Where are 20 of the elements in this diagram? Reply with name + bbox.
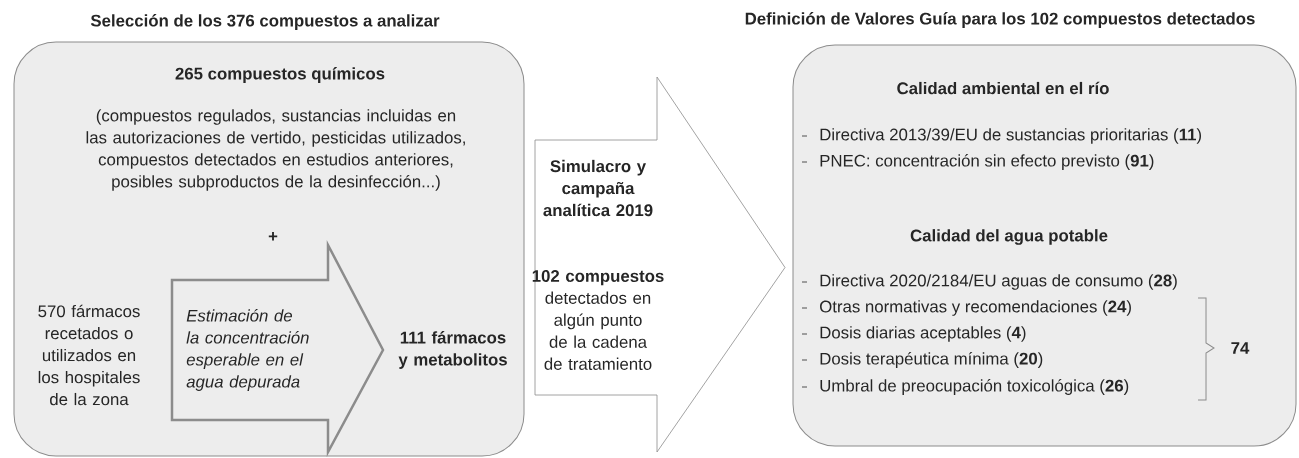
list-item: Dosis terapéutica mínima (20) (820, 352, 1043, 368)
plus-sign: + (268, 232, 278, 241)
list-item: Directiva 2020/2184/EU aguas de consumo (28) (820, 274, 1177, 290)
node-text: 111 fármacos y metabolitos (398, 331, 507, 369)
group-total: 74 (1231, 342, 1250, 354)
heading: 265 compuestos químicos (175, 67, 385, 83)
list-item: Umbral de preocupación toxicológica (26) (820, 379, 1129, 395)
paragraph: 102 compuestos detectados en algún punto de la cadena de tratamiento (532, 270, 664, 370)
list-item: Dosis diarias aceptables (4) (820, 326, 1026, 342)
arrow-label: Estimación de la concentración esperable en el agua depurada (186, 309, 309, 391)
heading: Simulacro y campaña analítica 2019 (543, 159, 653, 217)
heading: Calidad ambiental en el río (897, 81, 1109, 95)
panel-title: Selección de los 376 compuestos a analizar (90, 14, 440, 30)
panel-title: Definición de Valores Guía para los 102 compuestos detectados (745, 12, 1255, 28)
list-item: PNEC: concentración sin efecto previsto (91) (820, 154, 1154, 170)
list-item: Otras normativas y recomendaciones (24) (820, 300, 1131, 316)
list-item: Directiva 2013/39/EU de sustancias prioritarias (11) (820, 128, 1201, 144)
paragraph: (compuestos regulados, sustancias incluidas en las autorizaciones de vertido, pesticidas utilizados, compuestos detectados en estudios anteriores, posibles subproductos de la desinfección...) (86, 109, 465, 191)
node-text: 570 fármacos recetados o utilizados en los hospitales de la zona (38, 304, 140, 406)
heading: Calidad del agua potable (910, 229, 1108, 245)
